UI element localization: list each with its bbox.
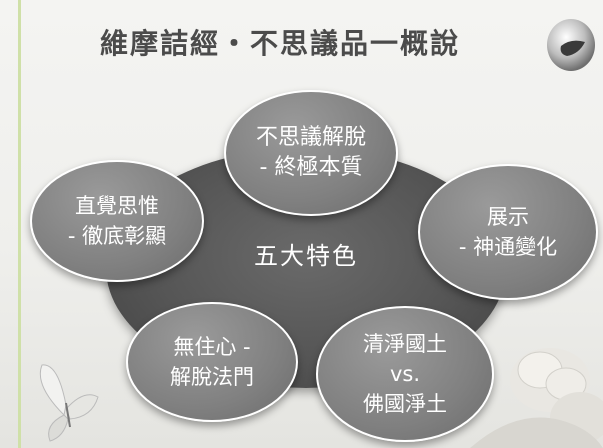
- node-left: 直覺思惟 - 徹底彰顯: [30, 160, 204, 282]
- node-bottom-left: 無住心 - 解脫法門: [126, 302, 298, 422]
- accent-line: [18, 0, 21, 448]
- node-left-line2: - 徹底彰顯: [67, 224, 167, 248]
- decorative-sphere-icon: [547, 19, 595, 71]
- center-label: 五大特色: [254, 242, 358, 270]
- node-right-line2: - 神通變化: [458, 235, 558, 259]
- node-top: 不思議解脫 - 終極本質: [224, 90, 398, 216]
- node-right-line1: 展示: [487, 205, 529, 229]
- node-left-line1: 直覺思惟: [75, 194, 159, 218]
- node-top-line1: 不思議解脫: [255, 125, 366, 150]
- node-top-line2: - 終極本質: [259, 155, 363, 180]
- flower-icon: [470, 348, 603, 448]
- node-bottom-left-line1: 無住心 -: [173, 335, 251, 359]
- butterfly-icon: [39, 364, 99, 442]
- node-bottom-right-line3: 佛國淨土: [363, 392, 447, 416]
- node-bottom-right-line1: 清淨國土: [363, 332, 447, 356]
- node-bottom-left-line2: 解脫法門: [170, 365, 254, 389]
- slide-title: 維摩詰經・不思議品一概說: [99, 27, 460, 60]
- node-right: 展示 - 神通變化: [418, 164, 598, 300]
- node-bottom-right-line2: vs.: [389, 362, 421, 386]
- node-bottom-right: 清淨國土 vs. 佛國淨土: [316, 306, 494, 442]
